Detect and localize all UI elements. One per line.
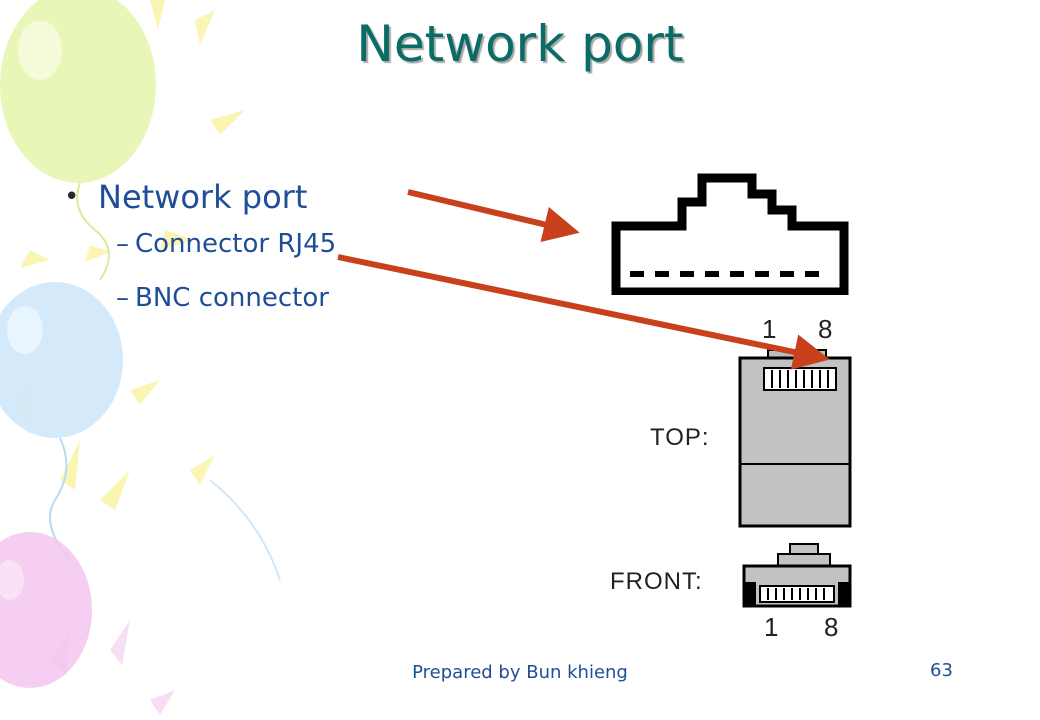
slide-title: Network port	[356, 15, 684, 73]
pin-label-front-last: 8	[824, 612, 839, 642]
footer-author: Prepared by Bun khieng	[412, 662, 628, 683]
front-view-label: FRONT:	[610, 568, 703, 595]
bullet-dot-icon: •	[64, 182, 80, 212]
page-number: 63	[930, 660, 953, 681]
plug-drawing-icon	[738, 349, 852, 608]
rj45-plug-diagram: 1 8	[600, 312, 870, 650]
pin-label-front-first: 1	[764, 612, 779, 642]
sub-item-rj45: –Connector RJ45	[116, 224, 336, 264]
bullet-text: Network port	[98, 178, 308, 216]
top-view-label: TOP:	[650, 424, 710, 451]
dash-icon: –	[116, 229, 129, 259]
sub-item-bnc: –BNC connector	[116, 278, 336, 318]
sub-bullet-list: –Connector RJ45 –BNC connector	[116, 224, 336, 332]
sub-item-label: Connector RJ45	[135, 229, 337, 259]
sub-item-label: BNC connector	[135, 283, 329, 313]
rj45-port-icon	[611, 173, 849, 295]
bullet-network-port: • Network port	[64, 176, 307, 218]
dash-icon: –	[116, 283, 129, 313]
